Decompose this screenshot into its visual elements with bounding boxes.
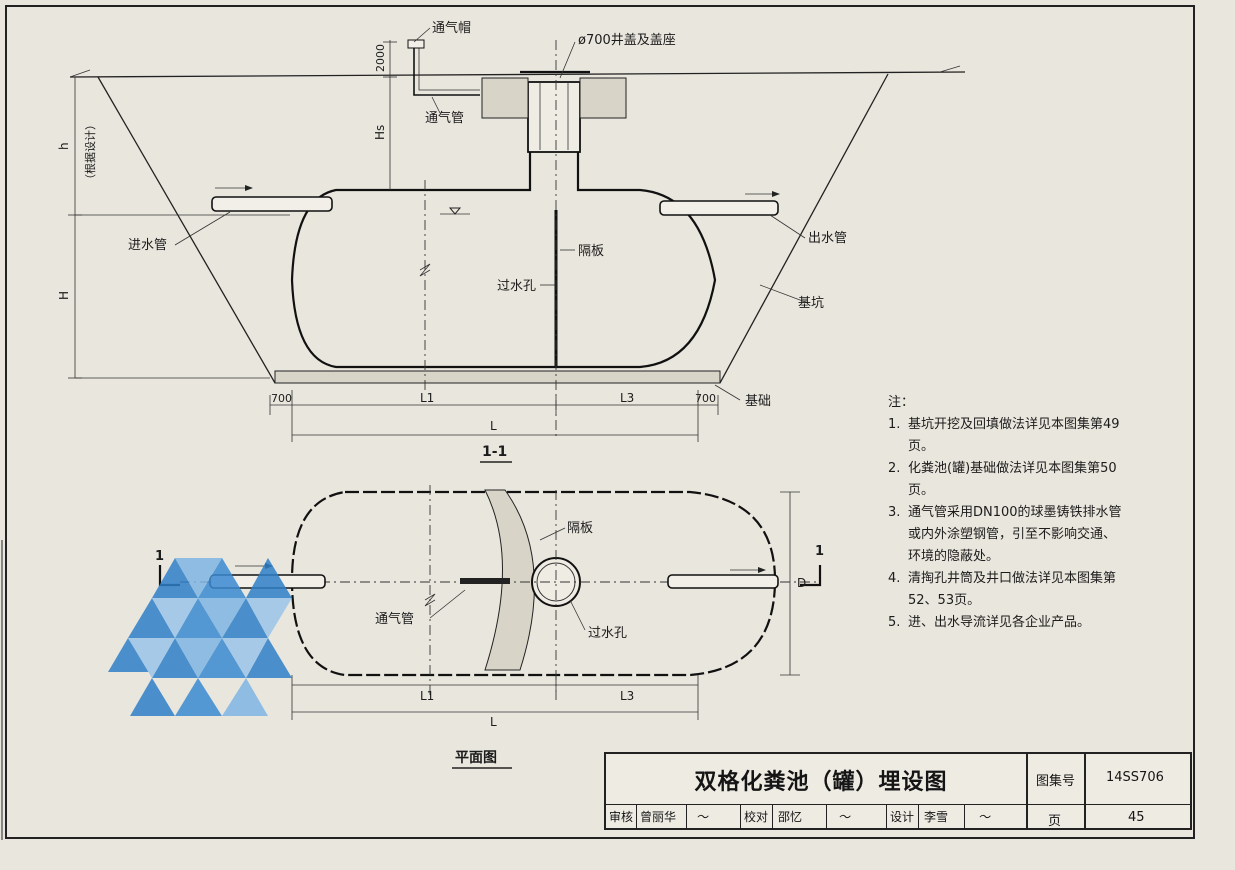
plan-tank-outline: [290, 490, 777, 677]
inlet-pipe: [211, 196, 333, 212]
label-vent-cap: 通气帽: [432, 20, 471, 36]
design-label: 设计: [890, 810, 915, 824]
note-number: 2.: [888, 461, 901, 476]
dim-h-note: （根据设计）: [83, 119, 97, 185]
pit-right-wall: [719, 73, 889, 384]
note-text: 清掏孔井筒及井口做法详见本图集第52、53页。: [908, 571, 1117, 608]
dim-L3-section: L3: [620, 391, 634, 405]
plan-label-vent-pipe: 通气管: [375, 611, 414, 627]
check-label: 校对: [744, 810, 769, 824]
note-text: 基坑开挖及回填做法详见本图集第49页。: [908, 417, 1120, 454]
label-manhole-cover: ø700井盖及盖座: [578, 33, 676, 48]
atlas-no-label: 图集号: [1036, 774, 1076, 789]
notes-block: 注： 1. 基坑开挖及回填做法详见本图集第49页。 2. 化粪池(罐)基础做法详见本…: [888, 392, 1128, 634]
section-view: [68, 27, 966, 442]
title-row: [606, 754, 1190, 805]
note-item: 5. 进、出水导流详见各企业产品。: [888, 612, 1128, 634]
note-item: 2. 化粪池(罐)基础做法详见本图集第50页。: [888, 458, 1128, 502]
note-item: 3. 通气管采用DN100的球墨铸铁排水管或内外涂塑钢管，引至不影响交通、环境的隐…: [888, 502, 1128, 568]
dim-h: h: [57, 142, 71, 150]
checker-name: 邵忆: [778, 810, 803, 824]
dim-2000: 2000: [374, 44, 387, 72]
note-number: 3.: [888, 505, 901, 520]
dim-L-section: L: [490, 419, 497, 433]
review-label: 审核: [609, 810, 634, 824]
plan-outlet-pipe: [667, 574, 779, 589]
label-inlet-pipe: 进水管: [128, 238, 167, 253]
dim-H: H: [57, 291, 71, 300]
label-flow-hole: 过水孔: [497, 279, 536, 294]
outlet-pipe: [659, 200, 779, 216]
notes-heading: 注：: [888, 395, 915, 410]
plan-label-partition: 隔板: [567, 521, 593, 536]
reviewer-name: 曾丽华: [640, 810, 677, 824]
note-text: 进、出水导流详见各企业产品。: [908, 615, 1091, 630]
dim-700-right: 700: [695, 392, 716, 405]
dim-L1-section: L1: [420, 391, 434, 405]
note-text: 通气管采用DN100的球墨铸铁排水管或内外涂塑钢管，引至不影响交通、环境的隐蔽处…: [908, 505, 1122, 564]
note-number: 1.: [888, 417, 901, 432]
page-label: 页: [1048, 814, 1062, 829]
note-number: 4.: [888, 571, 901, 586]
publisher-logo: [108, 558, 292, 716]
title-block: 双格化粪池（罐）埋设图 图集号 14SS706 页 45 审核 曾丽华 〜 校对…: [604, 752, 1192, 830]
plan-label: 平面图: [455, 750, 497, 766]
cut-mark-right: 1: [815, 544, 824, 559]
plan-dim-L1: L1: [420, 689, 434, 703]
dim-700-left: 700: [271, 392, 292, 405]
foundation-slab: [274, 370, 721, 384]
plan-dim-L: L: [490, 715, 497, 729]
plan-dim-L3: L3: [620, 689, 634, 703]
dim-hs: Hs: [373, 125, 387, 140]
label-vent-pipe: 通气管: [425, 110, 464, 126]
cover-seat-right: [579, 77, 627, 119]
vent-cap: [407, 39, 425, 49]
designer-name: 李雪: [924, 810, 949, 824]
tank-body: [290, 148, 717, 369]
atlas-no-value: 14SS706: [1106, 770, 1164, 785]
note-text: 化粪池(罐)基础做法详见本图集第50页。: [908, 461, 1117, 498]
plan-dim-D: D: [797, 576, 806, 590]
label-outlet-pipe: 出水管: [808, 231, 847, 246]
label-pit: 基坑: [798, 296, 824, 311]
section-label: 1-1: [482, 444, 507, 460]
pit-left-wall: [97, 76, 276, 384]
checker-signature: 〜: [838, 810, 851, 824]
drawing-title: 双格化粪池（罐）埋设图: [694, 770, 948, 795]
note-number: 5.: [888, 615, 901, 630]
label-partition: 隔板: [578, 244, 604, 259]
plan-vent-pipe: [460, 578, 510, 584]
plan-label-flow-hole: 过水孔: [588, 626, 627, 641]
cut-mark-left: 1: [155, 549, 164, 564]
cover-seat-left: [481, 77, 529, 119]
manhole-shaft: [527, 81, 581, 153]
ground-line: [69, 71, 966, 78]
sheet-border: [5, 5, 1195, 839]
reviewer-signature: 〜: [696, 810, 709, 824]
label-foundation: 基础: [745, 394, 771, 409]
vent-pipe-riser: [413, 45, 480, 96]
designer-signature: 〜: [978, 810, 991, 824]
note-item: 1. 基坑开挖及回填做法详见本图集第49页。: [888, 414, 1128, 458]
note-item: 4. 清掏孔井筒及井口做法详见本图集第52、53页。: [888, 568, 1128, 612]
page-number: 45: [1128, 810, 1145, 825]
